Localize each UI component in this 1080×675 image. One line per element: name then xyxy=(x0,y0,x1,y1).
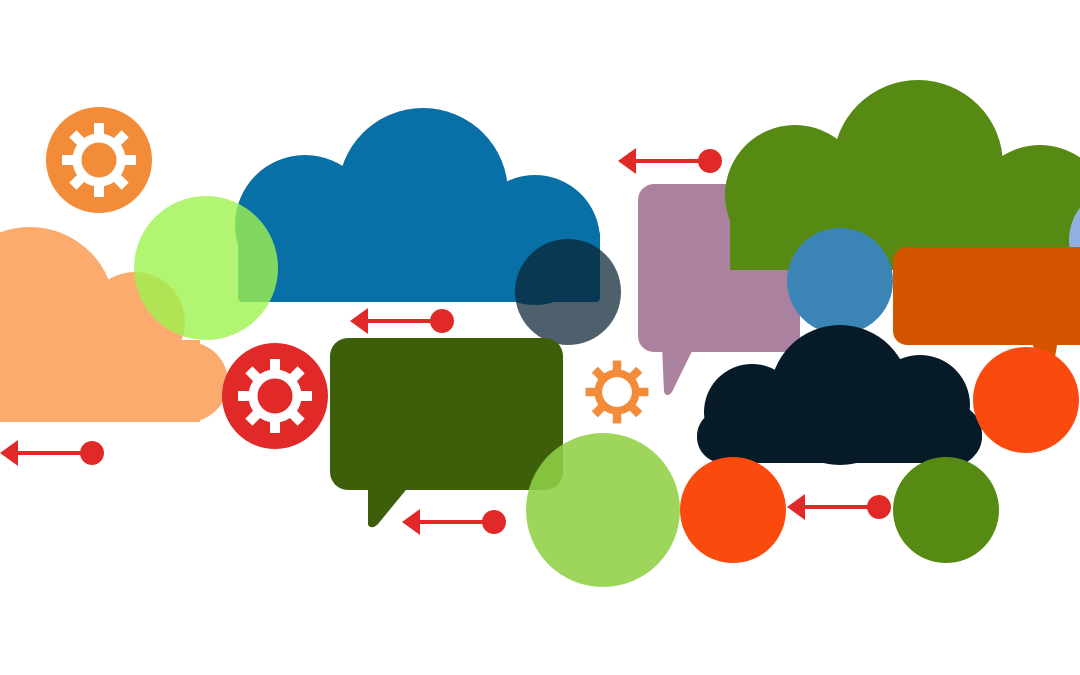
green-circle xyxy=(893,457,999,563)
peach-cloud xyxy=(0,227,228,422)
light-green-circle xyxy=(526,433,680,587)
navy-cloud xyxy=(697,325,982,467)
arrow-left-icon xyxy=(400,507,508,537)
arrow-left-icon xyxy=(348,306,456,336)
arrow-left-icon xyxy=(0,438,106,468)
dark-translucent-circle xyxy=(515,239,621,345)
red-gear-icon xyxy=(222,343,328,449)
orange-red-circle xyxy=(680,457,786,563)
dark-green-speech-bubble xyxy=(330,338,563,528)
steel-blue-circle xyxy=(787,228,893,334)
orange-speech-bubble xyxy=(893,247,1080,373)
lime-circle xyxy=(134,196,278,340)
arrow-left-icon xyxy=(785,492,893,522)
orange-gear-icon xyxy=(46,107,152,213)
arrow-left-icon xyxy=(616,146,724,176)
orange-red-circle xyxy=(973,347,1079,453)
small-orange-gear-icon xyxy=(585,360,649,424)
